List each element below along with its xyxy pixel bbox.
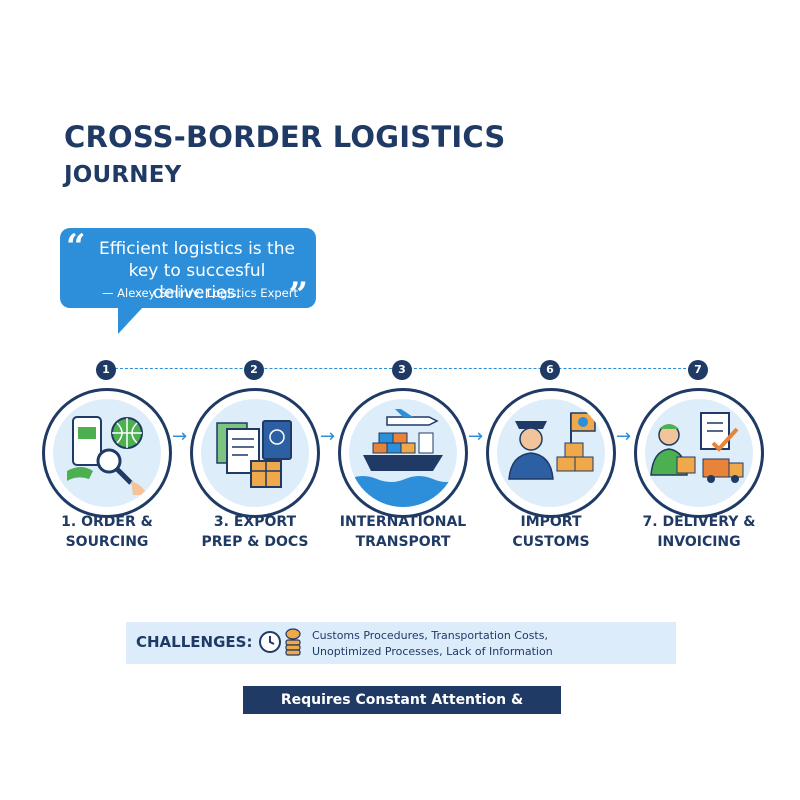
customs-officer-flag-icon	[508, 412, 596, 480]
step-number-badge: 3	[392, 360, 412, 380]
ship-plane-icon	[349, 409, 457, 507]
step-circle	[190, 388, 320, 518]
page-title: CROSS-BORDER LOGISTICS JOURNEY	[64, 118, 505, 194]
step-circle	[486, 388, 616, 518]
step-number-badge: 1	[96, 360, 116, 380]
arrow-right-icon: →	[172, 426, 188, 447]
step-label: 1. ORDER & SOURCING	[61, 514, 153, 550]
title-line-1: CROSS-BORDER LOGISTICS	[64, 120, 506, 154]
step-number-badge: 6	[540, 360, 560, 380]
open-quote-icon: “	[66, 227, 86, 267]
challenges-heading: CHALLENGES:	[136, 633, 253, 651]
step-number-badge: 2	[244, 360, 264, 380]
documents-passport-box-icon	[216, 420, 292, 488]
quote-bubble: “ Efficient logistics is the key to succ…	[60, 227, 316, 334]
challenges-list: Customs Procedures, Transportation Costs…	[312, 629, 553, 658]
step-circle	[42, 388, 172, 518]
clock-icon	[259, 631, 281, 653]
arrow-right-icon: →	[468, 426, 484, 447]
coins-icon	[285, 628, 301, 656]
step-label: 7. DELIVERY & INVOICING	[642, 514, 756, 550]
step-circle	[634, 388, 764, 518]
arrow-right-icon: →	[320, 426, 336, 447]
footer-banner: Requires Constant Attention & Adaptation	[243, 686, 561, 736]
quote-text: Efficient logistics is the key to succes…	[99, 239, 295, 303]
step-label: IMPORT CUSTOMS	[512, 514, 590, 550]
step-label: 3. EXPORT PREP & DOCS	[201, 514, 309, 550]
courier-checklist-truck-icon	[650, 412, 744, 483]
close-quote-icon: ”	[288, 275, 308, 315]
quote-author: — Alexey Sminrv, Logistics Expert	[102, 286, 298, 300]
step-circle	[338, 388, 468, 518]
challenges-box: CHALLENGES: Customs Procedures, Transpor…	[126, 622, 676, 664]
step-number-badge: 7	[688, 360, 708, 380]
phone-shopping-globe-icon	[67, 416, 147, 495]
title-line-2: JOURNEY	[64, 162, 182, 188]
step-label: INTERNATIONAL TRANSPORT	[339, 514, 467, 550]
arrow-right-icon: →	[616, 426, 632, 447]
